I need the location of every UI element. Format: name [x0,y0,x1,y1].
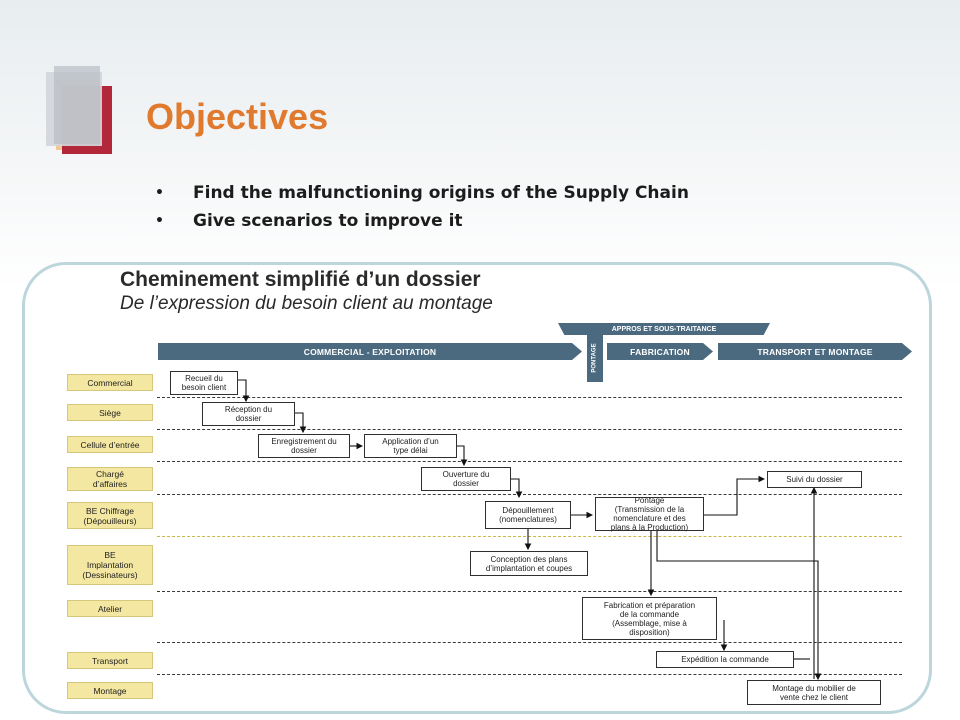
lane-charge-affaires: Chargé d’affaires [67,467,153,491]
lane-separator [157,591,902,592]
phase-fabrication: FABRICATION [607,343,713,360]
lane-be-implantation: BE Implantation (Dessinateurs) [67,545,153,585]
lane-separator [157,461,902,462]
step-pontage: Pontage (Transmission de la nomenclature… [595,496,704,532]
step-application-delai: Application d’un type délai [364,434,457,458]
lane-separator [157,674,902,675]
objectives-list: • Find the malfunctioning origins of the … [155,180,689,236]
phase-transport: TRANSPORT ET MONTAGE [718,343,912,360]
lane-atelier: Atelier [67,600,153,617]
lane-cellule-entree: Cellule d’entrée [67,436,153,453]
lane-separator [157,536,902,537]
diagram-title: Cheminement simplifié d’un dossier [120,268,481,291]
step-conception-plans: Conception des plans d’implantation et c… [470,551,588,576]
bullet-glyph: • [155,185,164,201]
lane-separator [157,429,902,430]
bullet-glyph: • [155,213,164,229]
step-reception-dossier: Réception du dossier [202,402,295,426]
lane-transport: Transport [67,652,153,669]
objective-text: Give scenarios to improve it [193,211,463,231]
lane-separator [157,494,902,495]
logo-squares-icon [46,66,112,154]
phase-commercial: COMMERCIAL - EXPLOITATION [158,343,582,360]
lane-siege: Siège [67,404,153,421]
step-enregistrement-dossier: Enregistrement du dossier [258,434,350,458]
step-fabrication-preparation: Fabrication et préparation de la command… [582,597,717,640]
step-depouillement: Dépouillement (nomenclatures) [485,501,571,529]
step-ouverture-dossier: Ouverture du dossier [421,467,511,491]
objective-text: Find the malfunctioning origins of the S… [193,183,689,203]
phase-pontage: PONTAGE [587,333,603,382]
diagram-subtitle: De l’expression du besoin client au mont… [120,293,493,314]
step-suivi-dossier: Suivi du dossier [767,471,862,488]
step-recueil-besoin: Recueil du besoin client [170,371,238,395]
phase-pontage-label: PONTAGE [592,342,599,373]
phase-appros: APPROS ET SOUS-TRAITANCE [558,323,770,335]
lane-montage: Montage [67,682,153,699]
lane-separator [157,642,902,643]
lane-separator [157,397,902,398]
lane-commercial: Commercial [67,374,153,391]
lane-be-chiffrage: BE Chiffrage (Dépouilleurs) [67,502,153,529]
step-expedition-commande: Expédition la commande [656,651,794,668]
objective-item: • Give scenarios to improve it [155,208,689,236]
step-montage-mobilier: Montage du mobilier de vente chez le cli… [747,680,881,705]
slide-title: Objectives [146,96,329,137]
objective-item: • Find the malfunctioning origins of the … [155,180,689,208]
